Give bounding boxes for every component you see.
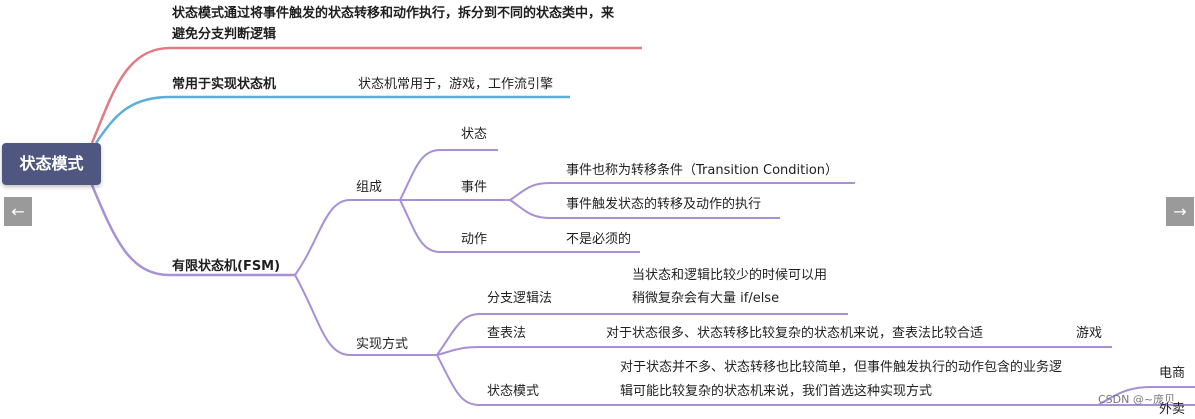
branch-logic-line2[interactable]: 稍微复杂会有大量 if/else bbox=[632, 291, 780, 306]
event-detail1[interactable]: 事件也称为转移条件（Transition Condition） bbox=[566, 163, 839, 178]
lookup-table-detail[interactable]: 对于状态很多、状态转移比较复杂的状态机来说，查表法比较合适 bbox=[606, 326, 984, 341]
prev-arrow-icon[interactable]: ← bbox=[4, 197, 32, 226]
next-arrow-icon[interactable]: → bbox=[1166, 197, 1194, 226]
event-node[interactable]: 事件 bbox=[461, 180, 488, 195]
purpose-line1[interactable]: 状态模式通过将事件触发的状态转移和动作执行，拆分到不同的状态类中，来 bbox=[172, 6, 615, 21]
connector-branch-logic bbox=[436, 313, 848, 356]
root-node[interactable]: 状态模式 bbox=[2, 143, 101, 185]
lookup-table-node[interactable]: 查表法 bbox=[487, 326, 527, 341]
connector-state bbox=[399, 149, 498, 201]
state-pattern-line1[interactable]: 对于状态并不多、状态转移也比较简单，但事件触发执行的动作包含的业务逻 bbox=[620, 360, 1063, 375]
state-pattern-example-ecommerce[interactable]: 电商 bbox=[1159, 366, 1186, 381]
connector-implementation bbox=[294, 274, 437, 356]
used-for-node[interactable]: 常用于实现状态机 bbox=[172, 77, 277, 92]
connector-event-detail2 bbox=[509, 199, 780, 219]
action-node[interactable]: 动作 bbox=[461, 232, 488, 247]
connector-example-ecommerce bbox=[1097, 386, 1195, 406]
connector-composition bbox=[294, 199, 400, 276]
used-for-detail[interactable]: 状态机常用于，游戏，工作流引擎 bbox=[358, 77, 554, 92]
connector-event-detail1 bbox=[509, 182, 855, 201]
connector-purpose bbox=[90, 46, 642, 144]
connector-used-for bbox=[94, 95, 570, 144]
action-detail[interactable]: 不是必须的 bbox=[566, 232, 632, 247]
state-pattern-line2[interactable]: 辑可能比较复杂的状态机来说，我们首选这种实现方式 bbox=[620, 384, 933, 399]
purpose-line2[interactable]: 避免分支判断逻辑 bbox=[172, 27, 277, 42]
connector-action bbox=[399, 199, 640, 253]
watermark: CSDN @~庞贝 bbox=[1098, 393, 1176, 406]
composition-node[interactable]: 组成 bbox=[356, 180, 383, 195]
connector-state-pattern bbox=[436, 354, 1098, 406]
branch-logic-node[interactable]: 分支逻辑法 bbox=[487, 291, 553, 306]
connector-lookup-table bbox=[436, 346, 1112, 356]
connector-fsm bbox=[90, 184, 295, 277]
branch-logic-line1[interactable]: 当状态和逻辑比较少的时候可以用 bbox=[632, 268, 828, 283]
fsm-node[interactable]: 有限状态机(FSM) bbox=[172, 259, 281, 274]
state-pattern-node[interactable]: 状态模式 bbox=[487, 384, 540, 399]
implementation-node[interactable]: 实现方式 bbox=[356, 337, 409, 352]
lookup-table-example[interactable]: 游戏 bbox=[1076, 326, 1103, 341]
state-node[interactable]: 状态 bbox=[461, 127, 488, 142]
event-detail2[interactable]: 事件触发状态的转移及动作的执行 bbox=[566, 197, 762, 212]
state-pattern-example-delivery[interactable]: 外卖 bbox=[1159, 402, 1186, 417]
